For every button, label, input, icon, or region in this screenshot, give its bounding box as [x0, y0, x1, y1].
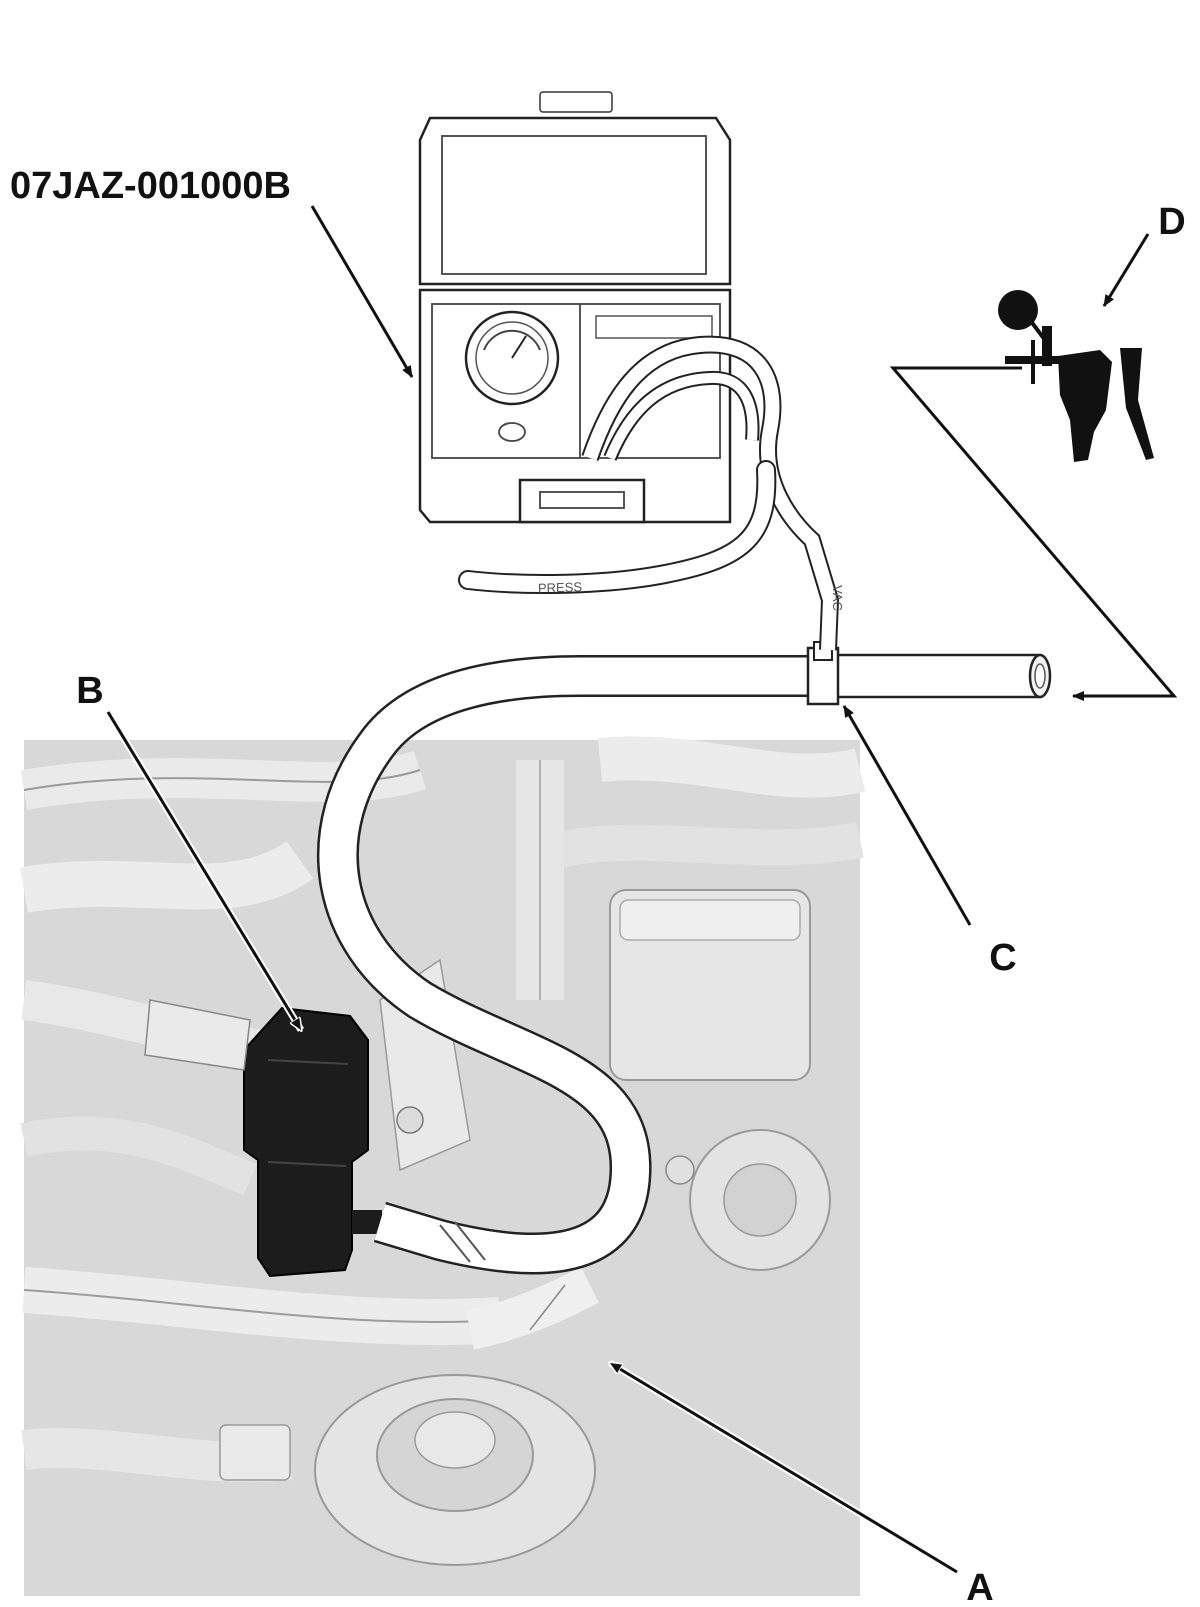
- test-hose: [316, 655, 810, 1275]
- t-fitting: [806, 641, 1052, 706]
- hand-vacuum-pump: [998, 290, 1154, 462]
- callout-a: A: [966, 1567, 993, 1607]
- engine-bay-illustration: [20, 736, 866, 1596]
- press-hose-label: PRESS: [538, 579, 583, 596]
- evap-purge-valve: [144, 999, 382, 1278]
- vac-hose-label: VAC: [830, 585, 845, 611]
- callout-d: D: [1158, 201, 1185, 243]
- pressure-vacuum-tester: [418, 91, 840, 651]
- callout-c: C: [989, 937, 1016, 979]
- callout-b: B: [76, 670, 103, 712]
- leader-lines: [105, 205, 1178, 1575]
- tool-part-number-label: 07JAZ-001000B: [10, 165, 291, 207]
